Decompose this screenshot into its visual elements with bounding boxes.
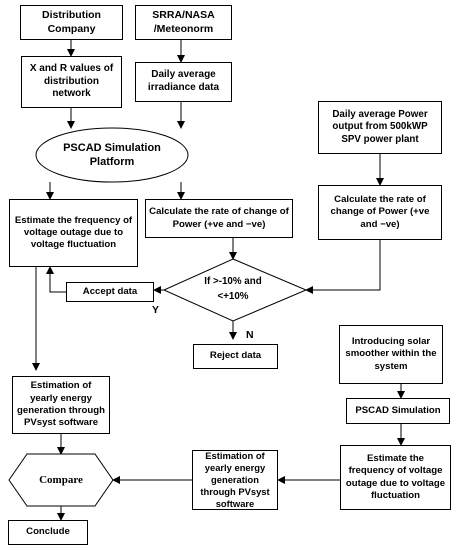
node-x-r-values-label: X and R values of distribution network <box>29 62 114 100</box>
node-srra-nasa: SRRA/NASA /Meteonorm <box>135 5 232 40</box>
node-accept-data-label: Accept data <box>82 285 138 297</box>
node-x-r-values: X and R values of distribution network <box>21 56 122 108</box>
pscad-platform-ellipse <box>35 127 189 183</box>
node-pscad-platform-label: PSCAD Simulation Platform <box>63 141 161 168</box>
node-conclude: Conclude <box>8 520 88 545</box>
node-pscad-simulation: PSCAD Simulation <box>346 398 450 424</box>
node-estimate-frequency-bottom: Estimate the frequency of voltage outage… <box>340 445 451 510</box>
node-distribution-company-label: Distribution Company <box>42 9 101 35</box>
edge-label-yes: Y <box>152 304 160 316</box>
node-reject-data: Reject data <box>193 344 278 369</box>
node-estimate-frequency-bottom-label: Estimate the frequency of voltage outage… <box>345 452 446 501</box>
node-accept-data: Accept data <box>66 282 154 302</box>
node-daily-power-output: Daily average Power output from 500kWP S… <box>318 101 442 154</box>
node-decision-label: If >-10% and <+10% <box>204 276 262 302</box>
node-daily-irradiance: Daily average irradiance data <box>135 62 232 102</box>
node-estimate-frequency-top-label: Estimate the frequency of voltage outage… <box>14 214 133 251</box>
node-decision: If >-10% and <+10% <box>188 274 278 306</box>
node-calc-rate-left: Calculate the rate of change of Power (+… <box>145 199 293 238</box>
decision-diamond <box>162 258 308 322</box>
node-estimation-yearly-left: Estimation of yearly energy generation t… <box>12 376 110 434</box>
node-estimation-yearly-mid-label: Estimation of yearly energy generation t… <box>200 449 270 510</box>
node-calc-rate-right: Calculate the rate of change of Power (+… <box>318 185 442 240</box>
node-estimation-yearly-left-label: Estimation of yearly energy generation t… <box>17 380 105 429</box>
node-conclude-label: Conclude <box>26 526 70 538</box>
node-estimation-yearly-mid: Estimation of yearly energy generation t… <box>192 450 278 510</box>
node-introducing-smoother-label: Introducing solar smoother within the sy… <box>345 336 437 372</box>
node-introducing-smoother: Introducing solar smoother within the sy… <box>339 325 443 384</box>
node-pscad-simulation-label: PSCAD Simulation <box>355 404 441 416</box>
node-calc-rate-right-label: Calculate the rate of change of Power (+… <box>330 194 430 230</box>
node-compare: Compare <box>27 470 95 490</box>
node-calc-rate-left-label: Calculate the rate of change of Power (+… <box>149 206 289 230</box>
node-estimate-frequency-top: Estimate the frequency of voltage outage… <box>9 199 138 267</box>
node-compare-label: Compare <box>39 474 83 486</box>
node-daily-power-output-label: Daily average Power output from 500kWP S… <box>332 108 428 145</box>
arrow-calc-right-to-decision <box>305 240 381 294</box>
compare-hexagon <box>8 453 114 507</box>
node-daily-irradiance-label: Daily average irradiance data <box>147 69 220 93</box>
node-distribution-company: Distribution Company <box>20 5 123 40</box>
node-reject-data-label: Reject data <box>209 350 262 362</box>
node-pscad-platform: PSCAD Simulation Platform <box>42 135 182 175</box>
edge-label-no: N <box>246 329 254 341</box>
arrow-accept-to-estimate-top <box>46 266 66 293</box>
node-srra-nasa-label: SRRA/NASA /Meteonorm <box>152 9 215 35</box>
